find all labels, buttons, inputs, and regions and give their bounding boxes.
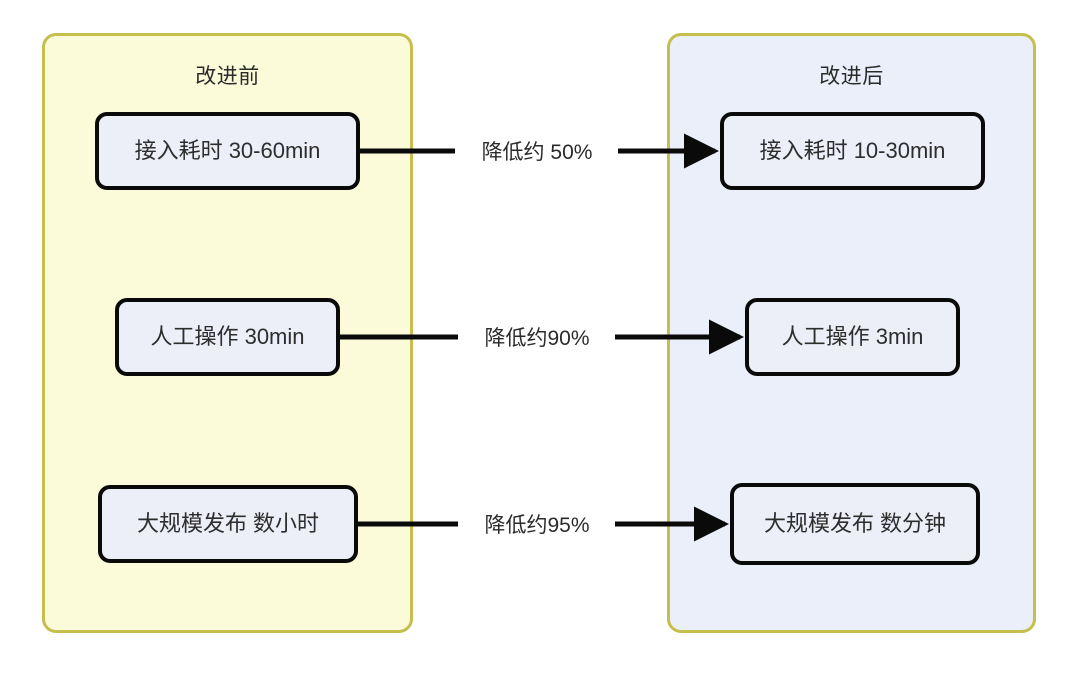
node-before-row-3: 大规模发布 数小时 xyxy=(98,485,358,563)
edge-label-row-3: 降低约95% xyxy=(484,514,590,537)
edge-label-row-1: 降低约 50% xyxy=(481,141,593,164)
node-before-row-2: 人工操作 30min xyxy=(115,298,340,376)
node-after-row-3: 大规模发布 数分钟 xyxy=(730,483,980,565)
panel-before-title: 改进前 xyxy=(195,65,260,88)
node-after-row-1: 接入耗时 10-30min xyxy=(720,112,985,190)
panel-after-title: 改进后 xyxy=(819,65,884,88)
node-after-row-2: 人工操作 3min xyxy=(745,298,960,376)
node-before-row-1: 接入耗时 30-60min xyxy=(95,112,360,190)
edge-label-row-2: 降低约90% xyxy=(484,327,590,350)
